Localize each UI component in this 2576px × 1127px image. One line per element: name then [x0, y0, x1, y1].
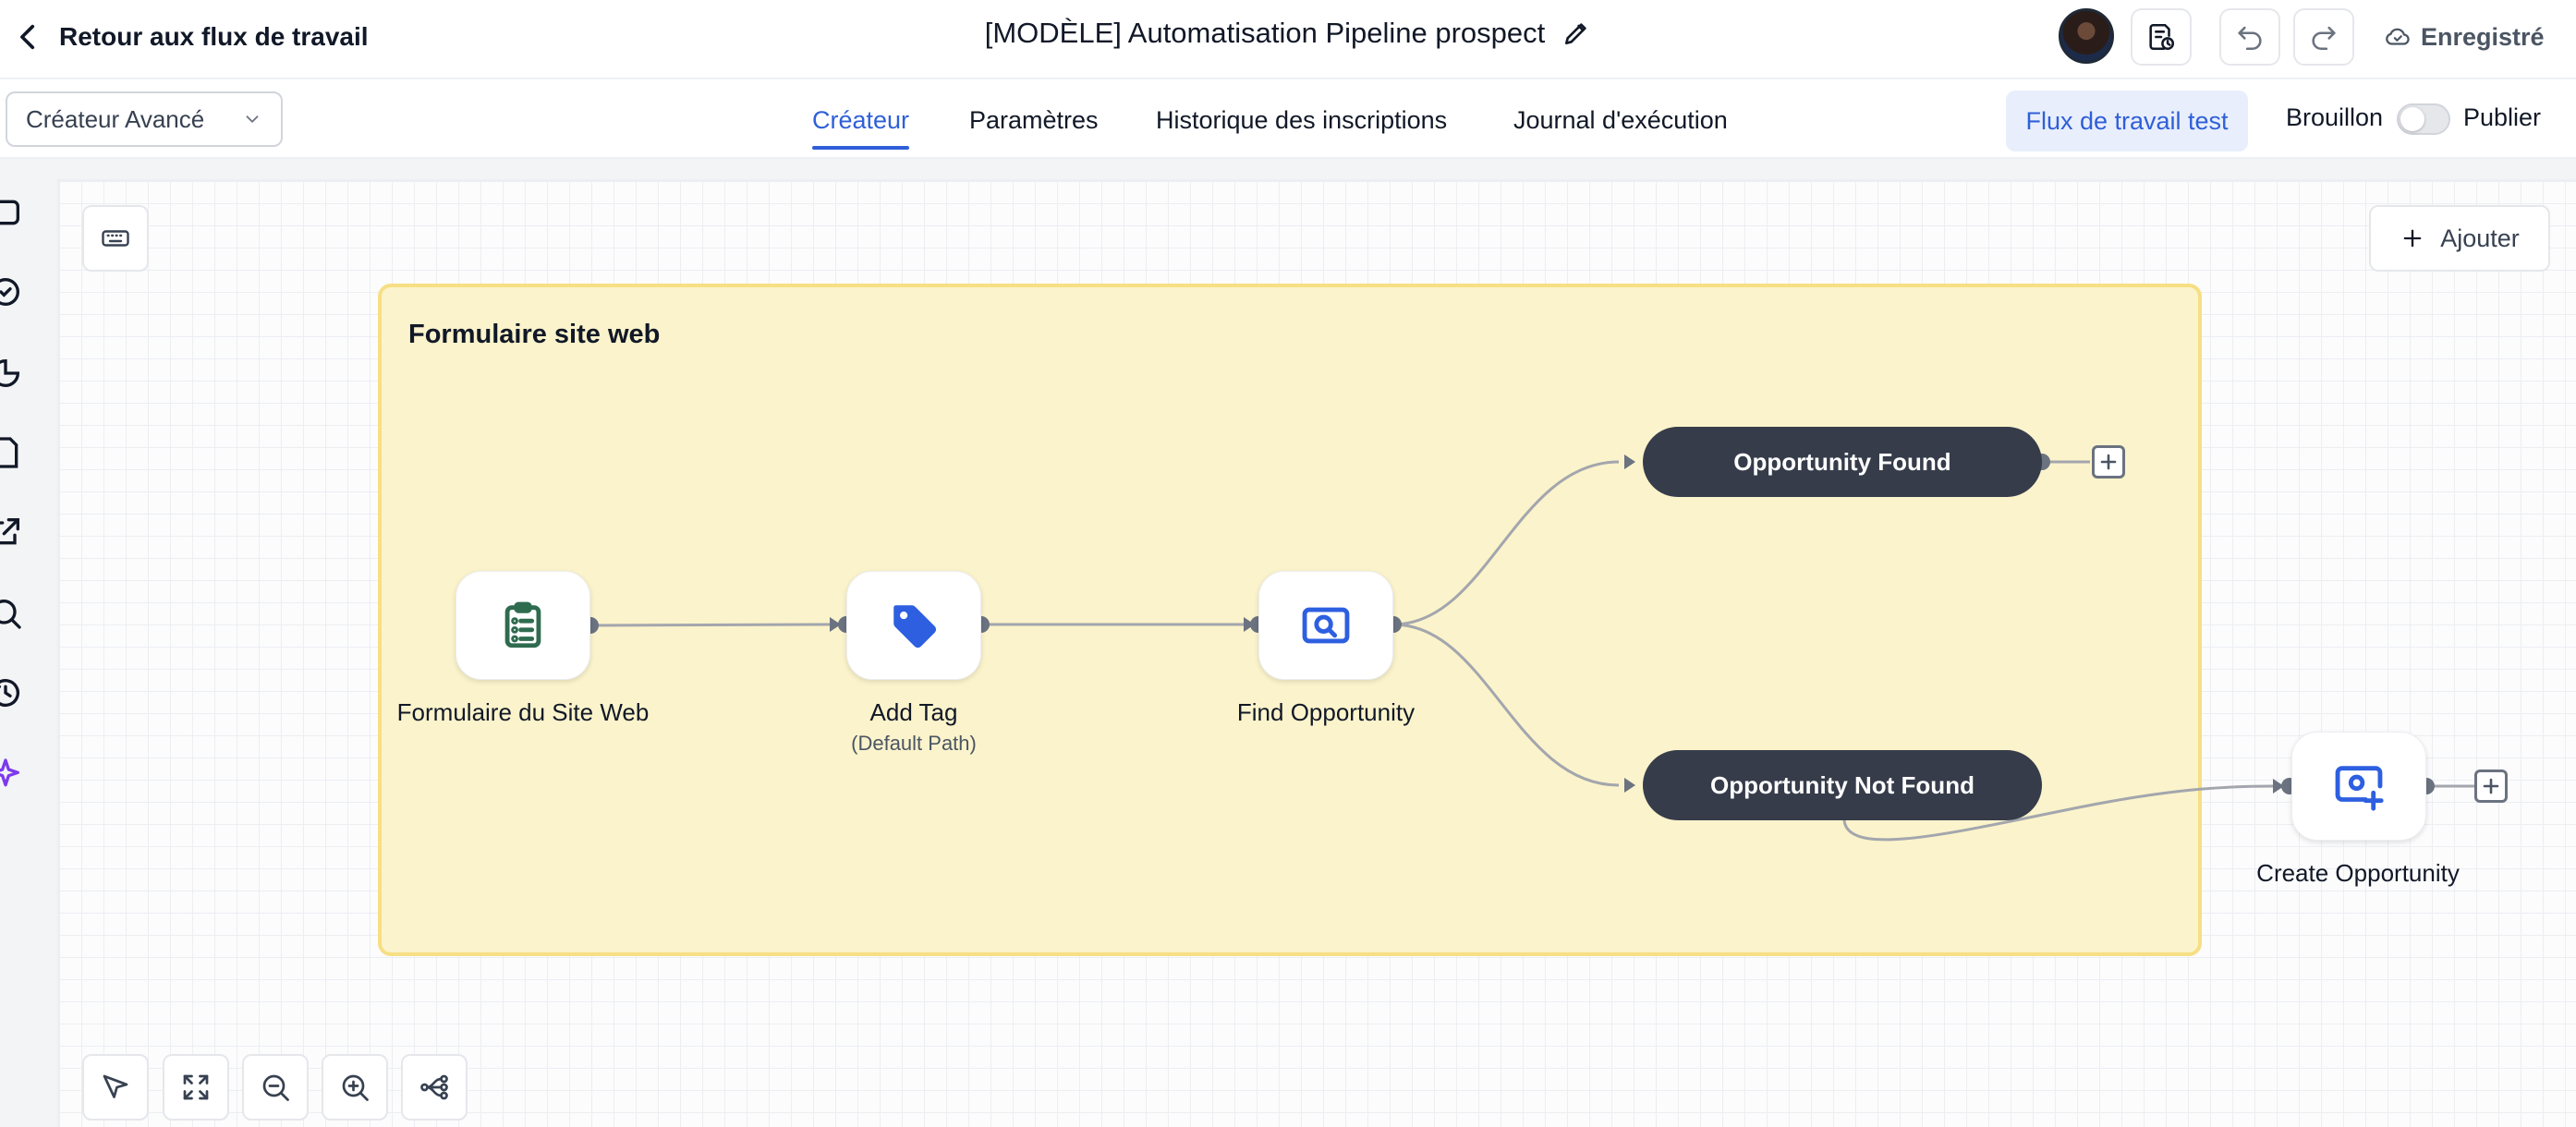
rail-external-link-icon[interactable] — [0, 514, 24, 551]
tab-builder[interactable]: Créateur — [812, 92, 910, 150]
draft-label: Brouillon — [2286, 103, 2384, 131]
plus-icon — [2100, 454, 2117, 470]
plus-icon — [2483, 778, 2499, 794]
zoom-in-icon — [342, 1074, 369, 1101]
rail-sparkle-icon[interactable] — [0, 756, 24, 793]
builder-mode-select[interactable]: Créateur Avancé — [6, 91, 283, 147]
expand-icon — [183, 1074, 209, 1100]
rail-square-icon[interactable] — [0, 194, 24, 231]
rail-history-icon[interactable] — [0, 674, 24, 711]
undo-icon — [2238, 26, 2262, 51]
top-header: Retour aux flux de travail [MODÈLE] Auto… — [0, 0, 2576, 79]
test-workflow-button[interactable]: Flux de travail test — [2006, 91, 2248, 151]
tab-settings[interactable]: Paramètres — [969, 105, 1099, 134]
redo-icon — [2312, 26, 2336, 51]
node-add-tag[interactable] — [846, 571, 981, 680]
rail-document-icon[interactable] — [0, 434, 24, 471]
node-website-form[interactable] — [456, 571, 590, 680]
canvas-gap — [57, 159, 2576, 179]
chevron-down-icon — [246, 115, 259, 123]
branch-opportunity-not-found[interactable]: Opportunity Not Found — [1643, 750, 2042, 820]
auto-layout-button[interactable] — [401, 1054, 468, 1121]
add-label: Ajouter — [2440, 224, 2520, 252]
left-rail — [0, 159, 57, 1127]
keyboard-shortcuts-button[interactable] — [82, 205, 149, 272]
document-clock-icon — [2149, 23, 2175, 51]
node-add-tag-label: Add Tag — [869, 698, 958, 726]
tab-execution-log[interactable]: Journal d'exécution — [1513, 105, 1728, 134]
add-step-after-create-button[interactable] — [2474, 770, 2508, 803]
tab-enrollment-history[interactable]: Historique des inscriptions — [1156, 105, 1448, 134]
cloud-check-icon — [2386, 28, 2410, 45]
zoom-out-icon — [262, 1074, 289, 1101]
zoom-out-button[interactable] — [242, 1054, 309, 1121]
back-to-workflows-link[interactable]: Retour aux flux de travail — [13, 17, 369, 57]
cursor-arrow-icon — [103, 1074, 128, 1098]
node-create-opportunity-label: Create Opportunity — [2256, 859, 2460, 887]
chevron-left-icon — [20, 24, 35, 50]
node-create-opportunity[interactable] — [2291, 732, 2426, 841]
branch-opportunity-found[interactable]: Opportunity Found — [1643, 427, 2042, 497]
sub-header: Créateur Avancé Créateur Paramètres Hist… — [0, 79, 2576, 159]
notes-button[interactable] — [2131, 8, 2192, 66]
node-website-form-label: Formulaire du Site Web — [396, 698, 650, 726]
add-button[interactable]: Ajouter — [2369, 205, 2550, 272]
add-step-after-found-button[interactable] — [2092, 445, 2125, 479]
toggle-knob — [2400, 107, 2424, 131]
tag-icon — [893, 605, 937, 648]
publish-toggle[interactable] — [2397, 103, 2450, 135]
keyboard-icon — [102, 230, 129, 247]
saved-label: Enregistré — [2421, 22, 2545, 51]
publish-label: Publier — [2463, 103, 2542, 131]
rail-check-circle-icon[interactable] — [0, 273, 24, 310]
rail-pie-chart-icon[interactable] — [0, 355, 24, 392]
zoom-in-button[interactable] — [322, 1054, 388, 1121]
add-card-icon — [2335, 766, 2384, 811]
builder-mode-value: Créateur Avancé — [26, 104, 205, 133]
rail-search-icon[interactable] — [0, 595, 24, 632]
fit-view-button[interactable] — [163, 1054, 229, 1121]
user-avatar[interactable] — [2059, 8, 2114, 64]
plus-icon — [2403, 229, 2422, 248]
clipboard-list-icon — [504, 601, 541, 648]
back-label: Retour aux flux de travail — [59, 22, 369, 51]
node-find-opportunity[interactable] — [1258, 571, 1393, 680]
share-nodes-icon — [420, 1074, 448, 1100]
node-find-opportunity-label: Find Opportunity — [1236, 698, 1416, 726]
workflow-title: [MODÈLE] Automatisation Pipeline prospec… — [984, 17, 1546, 49]
redo-button[interactable] — [2293, 8, 2354, 66]
group-title: Formulaire site web — [408, 320, 661, 349]
edit-pencil-icon[interactable] — [1561, 18, 1591, 48]
saved-status: Enregistré — [2384, 18, 2545, 55]
select-tool-button[interactable] — [82, 1054, 149, 1121]
undo-button[interactable] — [2219, 8, 2280, 66]
search-card-icon — [1302, 607, 1350, 644]
node-add-tag-sublabel: (Default Path) — [851, 732, 977, 755]
